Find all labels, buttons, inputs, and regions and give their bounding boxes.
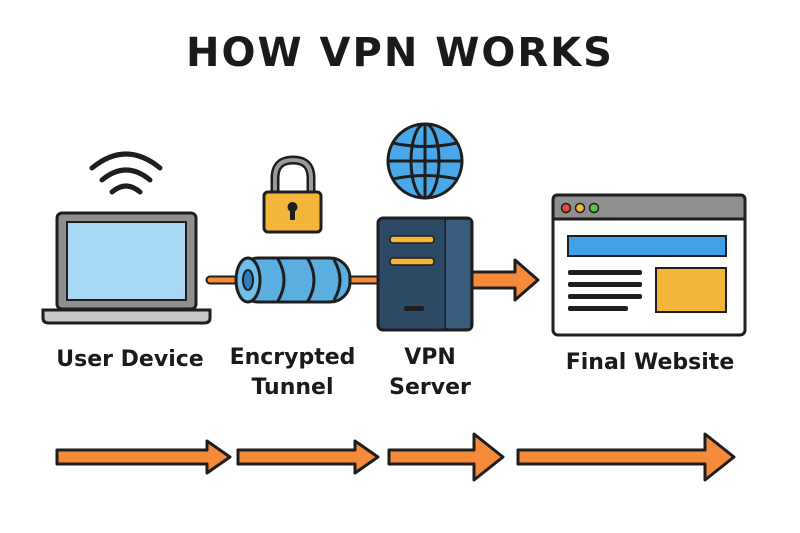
flow-arrow-3 — [387, 432, 505, 482]
page-title: HOW VPN WORKS — [186, 30, 614, 76]
flow-arrows — [55, 432, 736, 482]
flow-arrow-2 — [236, 439, 380, 475]
padlock-icon — [262, 155, 323, 234]
label-user-device: User Device — [40, 345, 220, 375]
label-line: VPN — [404, 345, 456, 370]
label-line: Tunnel — [251, 375, 334, 400]
wifi-icon — [89, 151, 163, 195]
laptop-icon — [41, 211, 212, 325]
server-icon — [376, 216, 474, 332]
label-line: Encrypted — [229, 345, 356, 370]
flow-arrow-4 — [516, 432, 736, 482]
label-line: Server — [389, 375, 471, 400]
globe-icon — [386, 122, 464, 200]
arrow-server-website — [468, 258, 540, 302]
label-vpn-server: VPN Server — [375, 343, 485, 403]
browser-window-icon — [551, 193, 747, 337]
label-final-website: Final Website — [545, 348, 755, 378]
flow-arrow-1 — [55, 439, 232, 475]
label-line: Final Website — [565, 350, 735, 375]
tunnel-icon — [234, 256, 352, 304]
label-encrypted-tunnel: Encrypted Tunnel — [215, 343, 370, 403]
label-line: User Device — [56, 347, 204, 372]
